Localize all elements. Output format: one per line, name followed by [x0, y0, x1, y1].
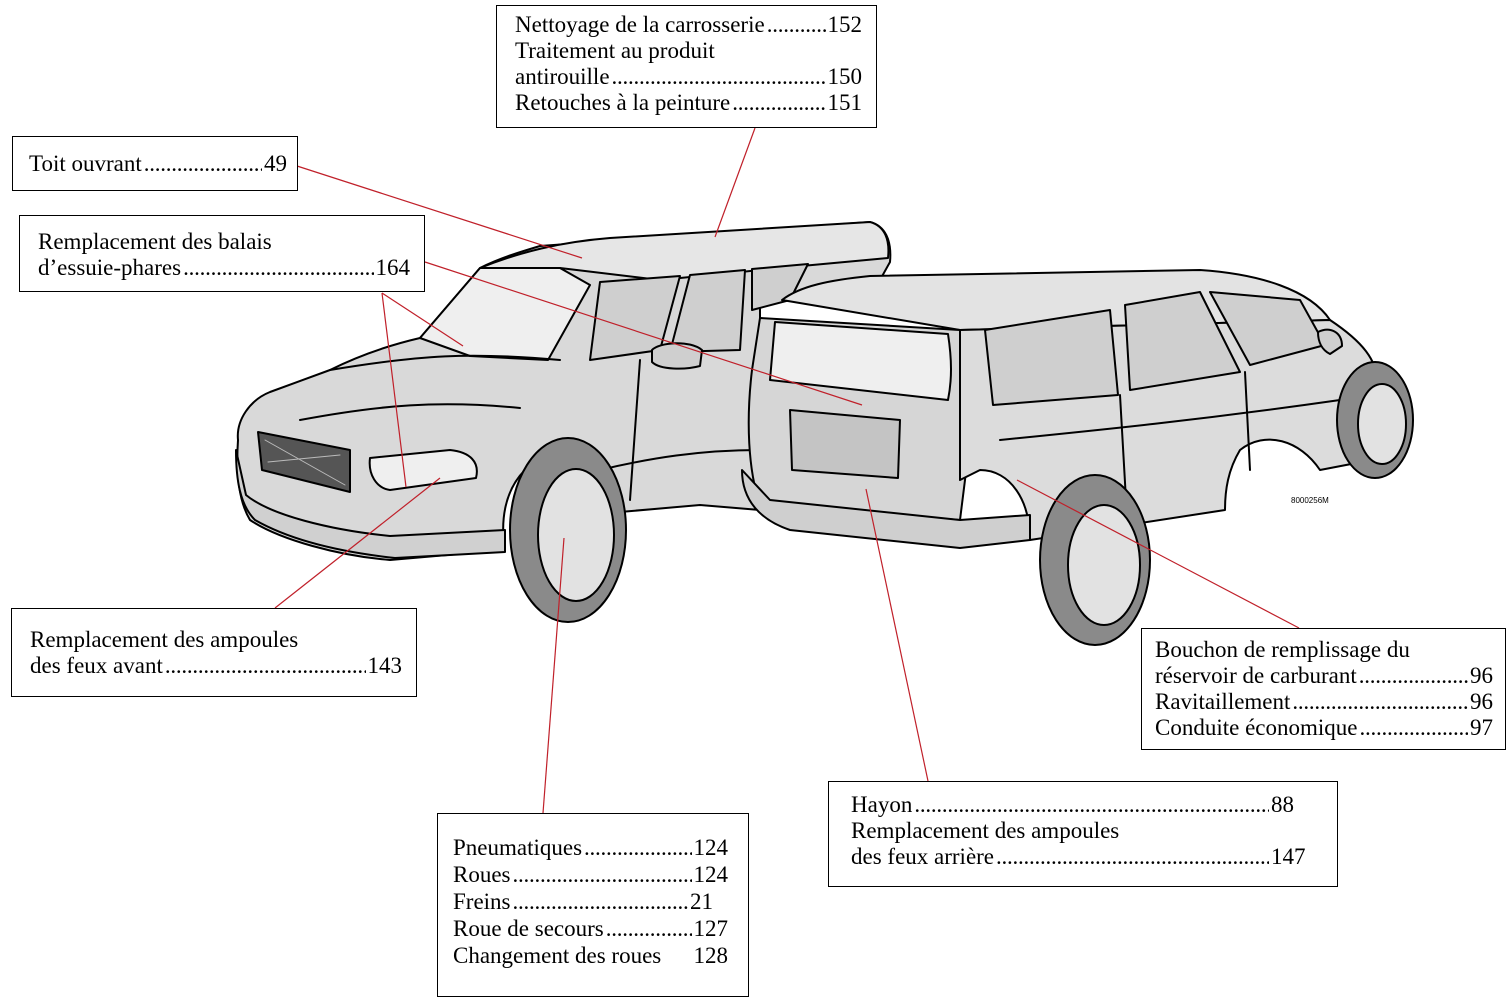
entry-feux-arriere: des feux arrière 147	[851, 844, 1315, 870]
entry-remplacement-ampoules-arriere: Remplacement des ampoules	[851, 818, 1315, 844]
page-number: 96	[1470, 689, 1493, 714]
entry-label: Conduite économique	[1155, 715, 1358, 740]
entry-feux-avant: des feux avant 143	[30, 653, 402, 679]
callout-carburant: Bouchon de remplissage du réservoir de c…	[1141, 628, 1506, 750]
callout-carrosserie: Nettoyage de la carrosserie 152 Traiteme…	[496, 5, 877, 128]
leader-dots	[1360, 715, 1469, 741]
entry-label: Remplacement des ampoules	[851, 818, 1120, 843]
entry-label: Roue de secours	[453, 916, 604, 941]
entry-conduite: Conduite économique 97	[1155, 715, 1493, 741]
leader-dots	[914, 792, 1269, 818]
page-number: 88	[1271, 792, 1294, 817]
entry-label: Remplacement des ampoules	[30, 627, 299, 652]
entry-antirouille: antirouille 150	[515, 64, 862, 90]
entry-label: Remplacement des balais	[38, 229, 272, 254]
leader-dots	[513, 861, 692, 888]
page-number: 152	[827, 12, 863, 37]
entry-toit-ouvrant: Toit ouvrant 49	[29, 151, 287, 177]
entry-label: Hayon	[851, 792, 913, 817]
entry-label: antirouille	[515, 64, 610, 89]
page-number: 150	[827, 64, 863, 89]
entry-label: Changement des roues	[453, 943, 662, 968]
page-number: 49	[264, 151, 287, 176]
entry-bouchon: Bouchon de remplissage du	[1155, 637, 1493, 663]
page-number: 97	[1470, 715, 1493, 740]
leader-dots	[144, 151, 262, 177]
entry-label: des feux avant	[30, 653, 163, 678]
callout-roues: Pneumatiques 124 Roues 124 Freins 21 Rou…	[437, 813, 749, 997]
leader-dots	[732, 90, 825, 116]
entry-freins: Freins 21	[453, 888, 728, 915]
entry-retouches: Retouches à la peinture 151	[515, 90, 862, 116]
spacer	[661, 942, 693, 969]
page-number: 128	[693, 943, 729, 968]
entry-label: Ravitaillement	[1155, 689, 1291, 714]
page-number: 164	[375, 255, 411, 280]
leader-dots	[584, 834, 691, 861]
entry-label: Roues	[453, 862, 511, 887]
leader-dots	[1292, 689, 1468, 715]
entry-essuie-phares: d’essuie-phares 164	[38, 255, 410, 281]
entry-label: Pneumatiques	[453, 835, 583, 860]
entry-label: Bouchon de remplissage du	[1155, 637, 1410, 662]
entry-label: Freins	[453, 889, 511, 914]
page-number: 96	[1470, 663, 1493, 688]
leader-dots	[513, 888, 689, 915]
leader-dots	[767, 12, 826, 38]
entry-hayon: Hayon 88	[851, 792, 1315, 818]
entry-label: d’essuie-phares	[38, 255, 182, 280]
leader-dots	[612, 64, 826, 90]
leader-dots	[183, 255, 373, 281]
entry-reservoir: réservoir de carburant 96	[1155, 663, 1493, 689]
leader-lines	[274, 127, 1300, 814]
entry-label: Retouches à la peinture	[515, 90, 731, 115]
entry-label: des feux arrière	[851, 844, 995, 869]
page-number: 124	[693, 862, 729, 887]
page-number: 151	[827, 90, 863, 115]
callout-hayon: Hayon 88 Remplacement des ampoules des f…	[828, 781, 1338, 887]
callout-toit: Toit ouvrant 49	[12, 136, 298, 191]
page-number: 147	[1271, 844, 1306, 869]
figure-code: 8000256M	[1291, 496, 1329, 505]
entry-roue-secours: Roue de secours 127	[453, 915, 728, 942]
entry-roues: Roues 124	[453, 861, 728, 888]
page-number: 21	[690, 889, 713, 914]
leader-dots	[996, 844, 1269, 870]
callout-balais: Remplacement des balais d’essuie-phares …	[19, 215, 425, 292]
page-number: 124	[693, 835, 729, 860]
leader-dots	[1359, 663, 1468, 689]
page-number: 143	[367, 653, 403, 678]
callout-ampoules-avant: Remplacement des ampoules des feux avant…	[11, 608, 417, 697]
page-number: 127	[693, 916, 729, 941]
entry-label: Traitement au produit	[515, 38, 715, 63]
entry-label: réservoir de carburant	[1155, 663, 1357, 688]
leader-dots	[165, 653, 366, 679]
entry-traitement: Traitement au produit	[515, 38, 862, 64]
entry-nettoyage: Nettoyage de la carrosserie 152	[515, 12, 862, 38]
entry-label: Nettoyage de la carrosserie	[515, 12, 765, 37]
rear-car	[741, 269, 1414, 646]
entry-ravitaillement: Ravitaillement 96	[1155, 689, 1493, 715]
entry-label: Toit ouvrant	[29, 151, 142, 176]
entry-remplacement-balais: Remplacement des balais	[38, 229, 410, 255]
front-car	[235, 221, 892, 623]
entry-changement-roues: Changement des roues 128	[453, 942, 728, 969]
entry-remplacement-ampoules: Remplacement des ampoules	[30, 627, 402, 653]
leader-dots	[606, 915, 692, 942]
entry-pneumatiques: Pneumatiques 124	[453, 834, 728, 861]
